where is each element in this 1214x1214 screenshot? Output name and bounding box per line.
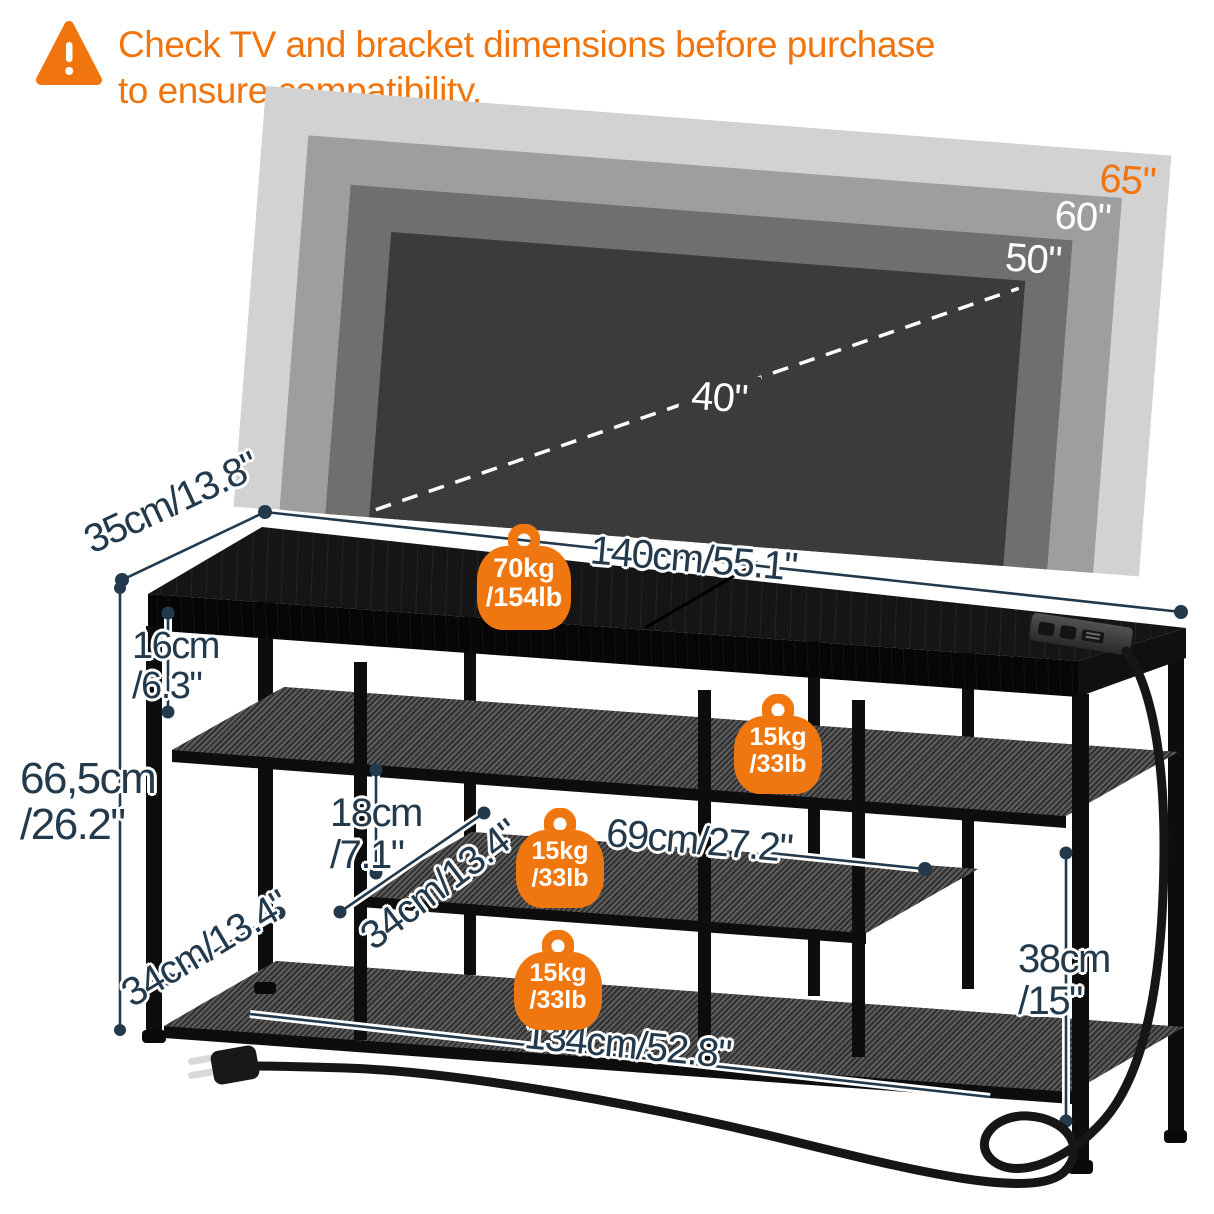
weight-lb: /33lb bbox=[529, 986, 587, 1014]
dim-line-width-top bbox=[264, 510, 1182, 614]
weight-capacity-badge-middle-shelf: 15kg /33lb bbox=[516, 808, 604, 908]
dim-line-depth-bottom bbox=[167, 911, 280, 981]
power-cord bbox=[188, 646, 1169, 1188]
dim-line-depth-top bbox=[121, 510, 266, 582]
post-middle-front bbox=[698, 690, 711, 1062]
weight-lb: /154lb bbox=[485, 582, 563, 612]
dim-label-total-height: 66,5cm /26.2" bbox=[20, 754, 157, 849]
plug-prong-icon bbox=[188, 1053, 218, 1066]
foot-front-left bbox=[142, 1030, 166, 1043]
weight-kg: 15kg bbox=[529, 959, 587, 987]
weight-capacity-badge-bottom-shelf: 15kg /33lb bbox=[514, 930, 602, 1030]
tv-size-stack: 65" 60" 50" 40" bbox=[233, 86, 1172, 577]
dim-line-depth-mid bbox=[339, 811, 485, 914]
leg-back-right bbox=[1168, 640, 1184, 1138]
weight-kg: 70kg bbox=[493, 553, 555, 583]
dim-line-width-bottom bbox=[249, 1012, 991, 1099]
foot-back-left bbox=[254, 982, 276, 994]
leg-front-right bbox=[1072, 694, 1089, 1168]
warning-icon bbox=[36, 21, 102, 85]
foot-back-right bbox=[1164, 1130, 1187, 1143]
dim-label-gap-top: 16cm /6.3" bbox=[132, 625, 220, 707]
weight-lb: /33lb bbox=[749, 750, 807, 778]
weight-capacity-badge-upper-shelf: 15kg /33lb bbox=[734, 694, 822, 794]
dimension-end-dots bbox=[114, 505, 1188, 1128]
power-plug-icon bbox=[210, 1045, 260, 1085]
plug-prong-icon bbox=[188, 1067, 218, 1080]
tv-40-silhouette: 40" bbox=[369, 232, 1026, 566]
post-right-front bbox=[852, 700, 865, 1057]
dim-label-gap-mid: 18cm /7.1" bbox=[330, 791, 423, 877]
weight-kg: 15kg bbox=[531, 837, 589, 865]
dim-label-gap-right: 38cm /15" bbox=[1018, 937, 1111, 1023]
weight-lb: /33lb bbox=[531, 864, 589, 892]
leg-front-left bbox=[146, 626, 162, 1040]
dim-line-width-mid bbox=[769, 851, 926, 871]
tabletop-seam bbox=[644, 560, 759, 630]
weight-capacity-badge-top: 70kg /154lb bbox=[477, 524, 571, 630]
warning-line-1: Check TV and bracket dimensions before p… bbox=[118, 24, 936, 65]
weight-kg: 15kg bbox=[749, 723, 807, 751]
post-left-front bbox=[354, 662, 367, 1040]
